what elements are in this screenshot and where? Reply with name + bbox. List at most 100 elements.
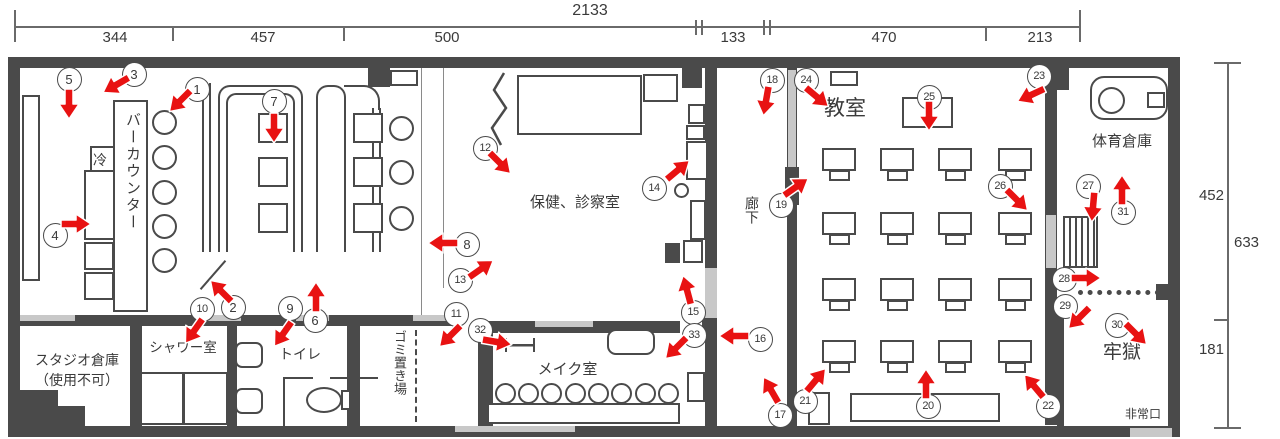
- classroom-chair: [887, 362, 908, 373]
- shower-stall-2: [183, 372, 228, 425]
- classroom-chair: [829, 362, 850, 373]
- arrow-17: [752, 369, 790, 410]
- classroom-desk: [998, 340, 1032, 363]
- classroom-chair: [887, 300, 908, 311]
- wall-left: [8, 57, 20, 437]
- arrow-23: [1011, 77, 1052, 113]
- classroom-chair: [945, 362, 966, 373]
- makeup-chair: [517, 382, 539, 404]
- arrow-2: [200, 270, 241, 311]
- marker-9: 9: [277, 295, 303, 321]
- classroom-chair: [887, 234, 908, 245]
- bar-sink-2: [84, 272, 114, 300]
- classroom-desk: [880, 340, 914, 363]
- makeup-chair: [634, 382, 656, 404]
- classroom-chair: [829, 300, 850, 311]
- bar-stool: [151, 144, 177, 170]
- booth-bench-2: [316, 85, 346, 252]
- classroom-chair: [1005, 362, 1026, 373]
- booth-bench-2-curve: [344, 85, 380, 110]
- bar-stool: [151, 179, 177, 205]
- marker-7: 7: [261, 88, 287, 114]
- bar-stool: [151, 109, 177, 135]
- makeup-side-box: [687, 372, 705, 402]
- shower-stall-1: [140, 372, 184, 425]
- classroom-chair: [945, 300, 966, 311]
- classroom-desk: [822, 340, 856, 363]
- arrow-28: [1069, 266, 1103, 290]
- wall-shower-toilet: [227, 326, 237, 426]
- dim-top-tick: [763, 20, 765, 35]
- arrow-18: [751, 82, 781, 120]
- room-label-gym-storage: 体育倉庫: [1091, 133, 1152, 150]
- dim-top-segment: 344: [102, 29, 128, 46]
- arrow-33: [655, 327, 696, 368]
- arrow-16: [717, 324, 751, 348]
- makeup-chair: [540, 382, 562, 404]
- makeup-chair: [564, 382, 586, 404]
- makeup-chair: [494, 382, 516, 404]
- toilet-bowl: [306, 387, 342, 413]
- wall-corridor-left: [705, 68, 717, 426]
- classroom-desk: [822, 212, 856, 235]
- makeup-chair: [610, 382, 632, 404]
- arrow-7: [262, 111, 286, 145]
- dim-right-tick: [1214, 427, 1241, 429]
- garbage-dashed-line: [415, 330, 417, 422]
- arrow-30: [1115, 313, 1156, 354]
- door-shower: [203, 315, 241, 321]
- booth-chair: [388, 159, 414, 185]
- arrow-5: [57, 87, 81, 121]
- classroom-chair: [945, 170, 966, 181]
- classroom-desk: [822, 148, 856, 171]
- marker-8: 8: [454, 231, 480, 257]
- gym-small-box: [1147, 92, 1165, 108]
- wall-prison-left: [1057, 300, 1064, 426]
- door-corridor-left: [705, 268, 717, 318]
- room-label-studio-2: （使用不可）: [35, 372, 119, 388]
- health-cabinet: [643, 74, 678, 102]
- classroom-desk: [938, 278, 972, 301]
- classroom-desk: [998, 278, 1032, 301]
- arrow-32: [478, 327, 516, 357]
- dim-top-segment: 213: [1027, 29, 1053, 46]
- arrow-6: [304, 280, 328, 314]
- makeup-chair: [657, 382, 679, 404]
- dim-top-tick: [343, 26, 345, 41]
- booth-chair: [388, 205, 414, 231]
- dim-right-lower: 181: [1198, 341, 1224, 358]
- step-block-2: [20, 406, 85, 426]
- arrow-29: [1058, 297, 1099, 338]
- dim-total-width: 2133: [572, 2, 608, 19]
- wall-fixture-1: [688, 104, 705, 124]
- wall-right: [1168, 57, 1180, 437]
- dim-right-line: [1227, 63, 1229, 428]
- toilet-tank: [341, 390, 351, 410]
- wall-fixture-5: [683, 240, 703, 263]
- classroom-desk: [998, 148, 1032, 171]
- arrow-4: [59, 212, 93, 236]
- arrow-1: [159, 80, 200, 121]
- arrow-26: [996, 179, 1037, 220]
- bar-counter-label: バーカウンター: [124, 112, 141, 231]
- wall-bottom: [8, 426, 1180, 437]
- room-label-toilet: トイレ: [279, 346, 321, 362]
- door-studio: [20, 315, 75, 321]
- classroom-chair: [1005, 234, 1026, 245]
- dim-top-tick: [985, 26, 987, 41]
- wall-fixture-4: [690, 200, 706, 240]
- arrow-9: [263, 313, 302, 355]
- fridge-label: 冷: [93, 152, 107, 168]
- arrow-22: [1014, 365, 1054, 406]
- counter-column: [84, 170, 116, 240]
- classroom-desk: [880, 212, 914, 235]
- marker-11: 11: [443, 301, 469, 327]
- dim-top-segment: 133: [720, 29, 746, 46]
- bar-sink-1: [84, 242, 114, 270]
- partition-line-1: [202, 83, 204, 252]
- toilet-partition-v: [283, 377, 285, 426]
- health-partition-2: [443, 68, 444, 288]
- dim-right-tick: [1214, 62, 1241, 64]
- room-label-emergency-exit: 非常口: [1125, 407, 1162, 421]
- arrow-8: [426, 231, 460, 255]
